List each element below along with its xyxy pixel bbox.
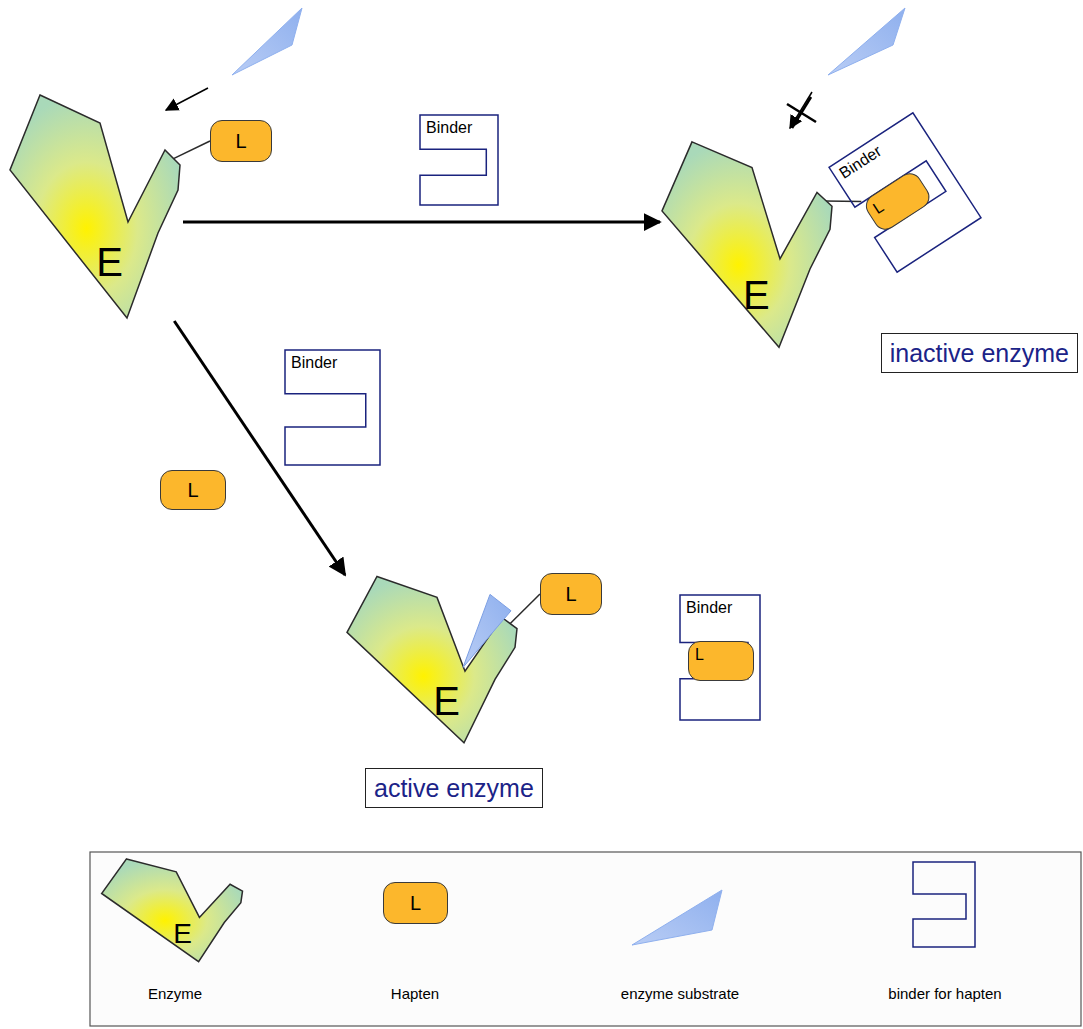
legend-frame — [90, 852, 1081, 1026]
approach-arrow — [166, 88, 208, 110]
hapten-label: L — [187, 480, 198, 500]
enzyme-shape: E — [100, 858, 245, 963]
binder-label: Binder — [291, 354, 337, 372]
reaction-arrow — [183, 221, 660, 224]
binder-shape: BinderL — [829, 113, 981, 272]
state-label: inactive enzyme — [890, 339, 1069, 367]
enzyme-body — [662, 142, 832, 347]
enzyme-shape: E — [345, 575, 520, 745]
enzyme-outline — [8, 93, 183, 321]
enzyme-body — [10, 95, 180, 318]
hapten-pill: L — [861, 169, 934, 235]
hapten-pill: L — [688, 641, 754, 681]
binder-body — [829, 113, 981, 272]
binder-shape: BinderL — [680, 595, 760, 720]
enzyme-label: E — [96, 242, 123, 282]
legend-binder — [913, 862, 975, 947]
legend-text: binder for hapten — [888, 985, 1001, 1003]
hapten-pill: L — [540, 573, 602, 615]
binder-body — [680, 595, 760, 720]
binder-label: Binder — [686, 599, 732, 617]
enzyme-shape: E — [8, 93, 183, 321]
hapten-pill: L — [383, 882, 448, 924]
binder-shape: Binder — [420, 115, 498, 205]
enzyme-label: E — [173, 920, 192, 948]
binder-label: Binder — [426, 119, 472, 137]
reaction-arrow — [174, 321, 345, 575]
binder-shape: Binder — [285, 350, 380, 465]
substrate — [232, 8, 302, 75]
enzyme-body — [102, 859, 243, 962]
legend-text: enzyme substrate — [621, 985, 739, 1003]
enzyme-label: E — [433, 681, 460, 721]
state-label: active enzyme — [374, 774, 534, 802]
enzyme-outline — [660, 140, 835, 350]
hapten-label: L — [565, 584, 576, 604]
enzyme-outline — [345, 575, 520, 745]
enzyme-label: E — [743, 275, 770, 315]
linker — [173, 141, 211, 159]
hapten-label: L — [695, 646, 704, 664]
hapten-label: L — [870, 198, 887, 218]
enzyme-shape: E — [660, 140, 835, 350]
label-box: inactive enzyme — [881, 333, 1078, 373]
substrate — [828, 8, 905, 75]
hapten-label: L — [235, 131, 246, 151]
binder-body — [420, 115, 498, 205]
hapten-pill: L — [210, 120, 272, 162]
hapten-pill: L — [160, 470, 226, 510]
legend-text: Hapten — [391, 985, 439, 1003]
enzyme-body — [347, 576, 517, 742]
label-box: active enzyme — [365, 768, 543, 808]
legend-substrate — [632, 890, 722, 945]
bound-substrate — [463, 594, 511, 667]
blocked-arrow — [790, 92, 812, 128]
linker — [510, 594, 541, 624]
binder-body — [285, 350, 380, 465]
linker — [825, 200, 862, 202]
hapten-label: L — [410, 893, 421, 913]
enzyme-outline — [100, 858, 245, 963]
legend-text: Enzyme — [148, 985, 202, 1003]
block-cross — [792, 97, 811, 128]
binder-label: Binder — [836, 142, 884, 182]
